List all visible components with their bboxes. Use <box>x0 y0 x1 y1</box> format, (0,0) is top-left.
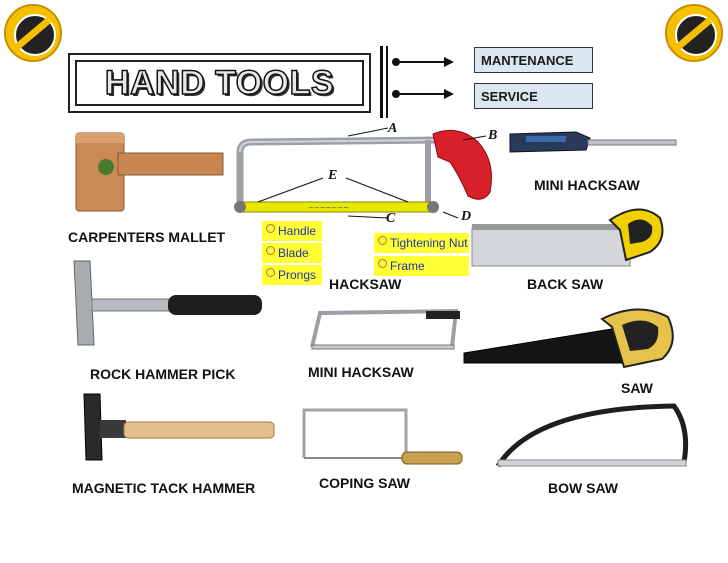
tag-handle: Handle <box>262 221 322 241</box>
part-letter-e: E <box>328 168 338 183</box>
menu-arrows <box>392 57 454 99</box>
hacksaw-image: ~~~~~~~ <box>234 127 492 219</box>
mini-hacksaw-image <box>310 308 460 350</box>
title-frame: HAND TOOLS <box>68 53 371 113</box>
carpenters-mallet-label: CARPENTERS MALLET <box>68 229 226 245</box>
rock-hammer-pick-image <box>73 260 262 346</box>
saw-image <box>463 308 674 369</box>
magnetic-tack-hammer-image <box>83 393 275 461</box>
coping-saw-label: COPING SAW <box>319 475 411 491</box>
bow-saw-label: BOW SAW <box>548 480 618 496</box>
tag-tightening-nut: Tightening Nut <box>374 233 469 253</box>
part-letter-c: C <box>386 211 396 226</box>
tag-frame: Frame <box>374 256 469 276</box>
carpenters-mallet-image <box>68 125 228 220</box>
badge-logo-left <box>4 4 62 62</box>
page-title: HAND TOOLS <box>104 63 335 103</box>
part-letter-b: B <box>488 128 498 143</box>
maintenance-button[interactable]: MANTENANCE <box>474 47 593 73</box>
divider-line-thin <box>386 46 388 118</box>
rock-hammer-pick-label: ROCK HAMMER PICK <box>90 366 236 382</box>
back-saw-label: BACK SAW <box>527 276 604 292</box>
service-button[interactable]: SERVICE <box>474 83 593 109</box>
mini-hacksaw-label: MINI HACKSAW <box>308 364 414 380</box>
mini-hacksaw-top-image <box>509 131 677 153</box>
saw-label: SAW <box>621 380 653 396</box>
tag-prongs: Prongs <box>262 265 322 285</box>
mini-hacksaw-top-label: MINI HACKSAW <box>534 177 640 193</box>
badge-logo-right <box>665 4 723 62</box>
magnetic-tack-hammer-label: MAGNETIC TACK HAMMER <box>72 480 256 496</box>
part-letter-d: D <box>461 209 472 224</box>
hacksaw-label: HACKSAW <box>329 276 402 292</box>
bow-saw-image <box>495 403 689 468</box>
svg-text:~~~~~~~: ~~~~~~~ <box>308 204 349 212</box>
part-letter-a: A <box>388 121 398 136</box>
tag-blade: Blade <box>262 243 322 263</box>
divider-line <box>380 46 383 118</box>
coping-saw-image <box>302 408 463 465</box>
back-saw-image <box>471 208 664 267</box>
